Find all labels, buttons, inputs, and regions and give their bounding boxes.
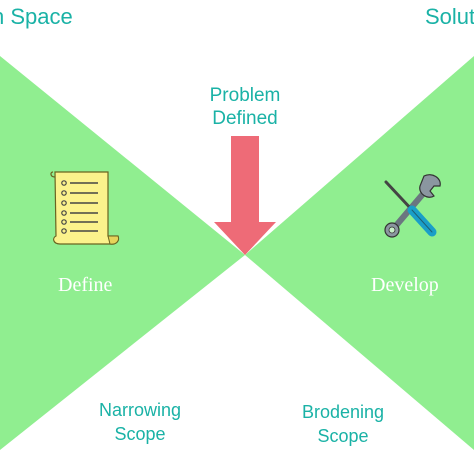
problem-defined-line1: Problem <box>209 85 281 106</box>
problem-defined-line2: Defined <box>212 108 278 129</box>
narrowing-scope-line2: Scope <box>114 424 166 444</box>
problem-defined-arrow-icon <box>214 136 276 255</box>
wrench-screwdriver-icon <box>384 174 441 238</box>
narrowing-scope-label: Narrowing Scope <box>84 398 196 446</box>
narrowing-scope-line1: Narrowing <box>98 400 182 420</box>
broadening-scope-label: Brodening Scope <box>284 400 402 448</box>
define-label: Define <box>58 274 113 296</box>
document-list-icon <box>50 171 120 245</box>
solution-space-title: Soluti <box>424 4 474 29</box>
develop-label: Develop <box>371 274 439 296</box>
broadening-scope-line2: Scope <box>317 426 369 446</box>
problem-defined-label: Problem Defined <box>192 84 298 130</box>
solution-space-wedge <box>245 56 474 450</box>
problem-space-title: n Space <box>0 4 73 29</box>
broadening-scope-line1: Brodening <box>301 402 385 422</box>
problem-space-wedge <box>0 56 245 450</box>
